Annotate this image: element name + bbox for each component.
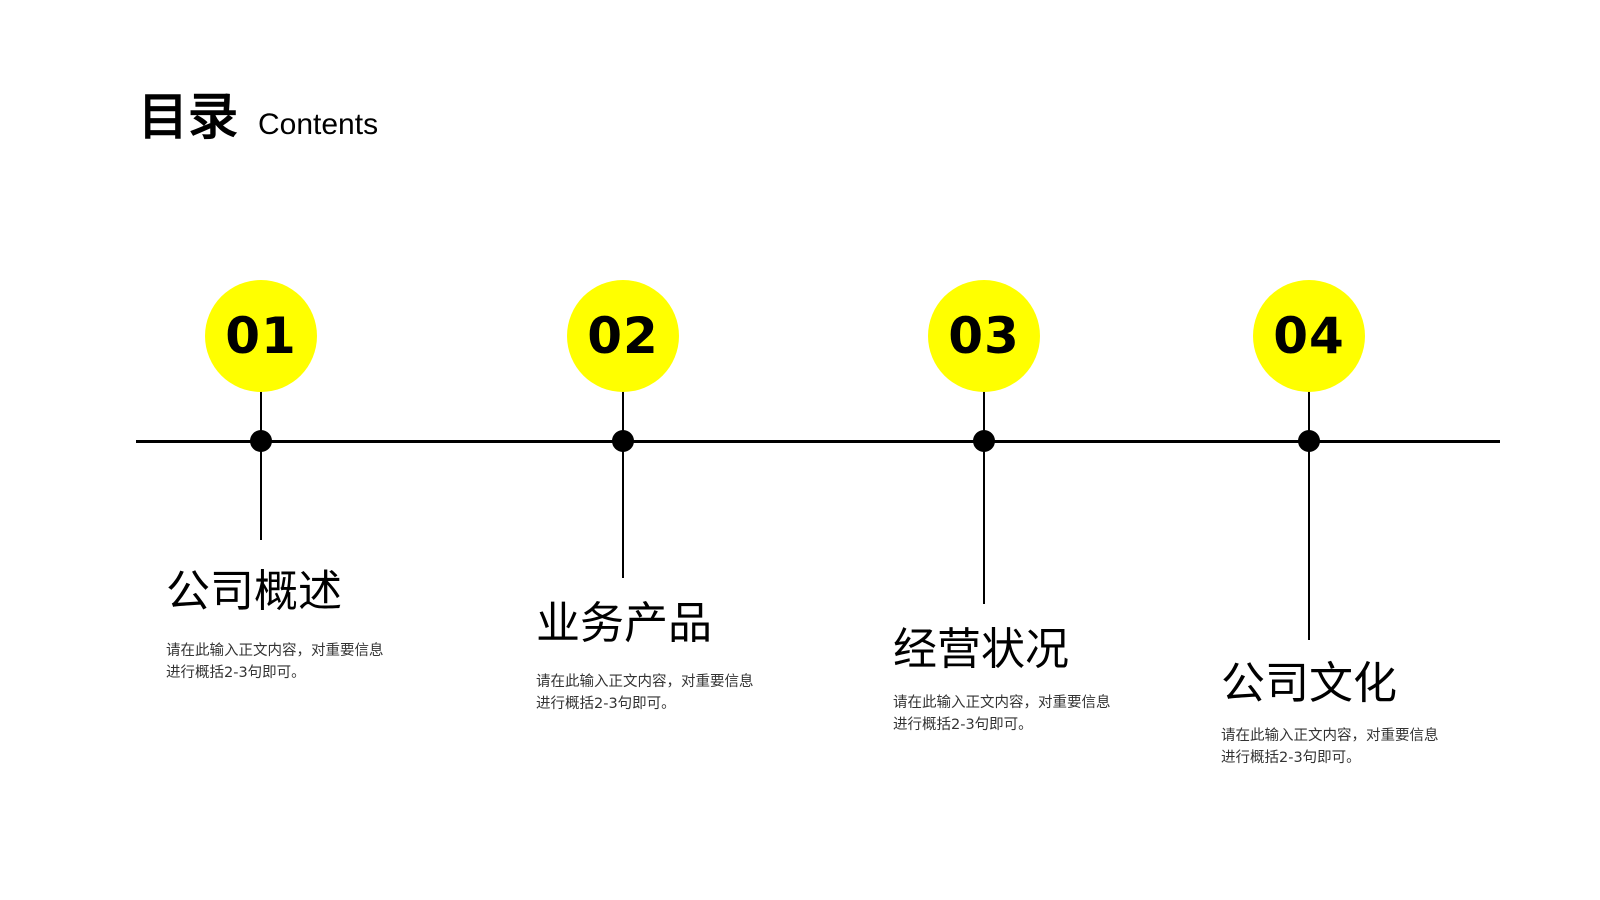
section-desc-4-line-1: 请在此输入正文内容，对重要信息 [1221,728,1439,744]
timeline-dot-2 [612,430,634,452]
timeline-stem-2 [622,390,624,578]
section-desc-1-line-2: 进行概括2-3句即可。 [166,665,306,681]
section-number-2: 02 [587,307,659,365]
timeline-stem-4 [1308,390,1310,640]
section-desc-3-line-2: 进行概括2-3句即可。 [893,717,1033,733]
section-title-1: 公司概述 [166,566,342,617]
section-desc-3: 请在此输入正文内容，对重要信息 进行概括2-3句即可。 [893,692,1133,736]
timeline-stem-3 [983,390,985,604]
section-title-2: 业务产品 [536,598,712,649]
title-chinese: 目录 [138,88,238,146]
section-number-badge-1: 01 [205,280,317,392]
section-desc-1: 请在此输入正文内容，对重要信息 进行概括2-3句即可。 [166,640,406,684]
section-number-badge-3: 03 [928,280,1040,392]
timeline-stem-1 [260,390,262,540]
timeline-dot-1 [250,430,272,452]
section-desc-2-line-1: 请在此输入正文内容，对重要信息 [536,674,754,690]
title-english: Contents [258,108,379,141]
section-title-4: 公司文化 [1221,658,1397,709]
section-number-1: 01 [225,307,297,365]
section-number-badge-2: 02 [567,280,679,392]
page-title: 目录 Contents [138,92,378,142]
section-desc-2-line-2: 进行概括2-3句即可。 [536,696,676,712]
timeline-dot-3 [973,430,995,452]
section-number-4: 04 [1273,307,1345,365]
section-desc-3-line-1: 请在此输入正文内容，对重要信息 [893,695,1111,711]
section-number-3: 03 [948,307,1020,365]
section-desc-1-line-1: 请在此输入正文内容，对重要信息 [166,643,384,659]
section-number-badge-4: 04 [1253,280,1365,392]
timeline-dot-4 [1298,430,1320,452]
section-desc-2: 请在此输入正文内容，对重要信息 进行概括2-3句即可。 [536,671,776,715]
section-title-3: 经营状况 [893,624,1069,675]
timeline-axis [136,440,1500,443]
section-desc-4: 请在此输入正文内容，对重要信息 进行概括2-3句即可。 [1221,725,1461,769]
section-desc-4-line-2: 进行概括2-3句即可。 [1221,750,1361,766]
